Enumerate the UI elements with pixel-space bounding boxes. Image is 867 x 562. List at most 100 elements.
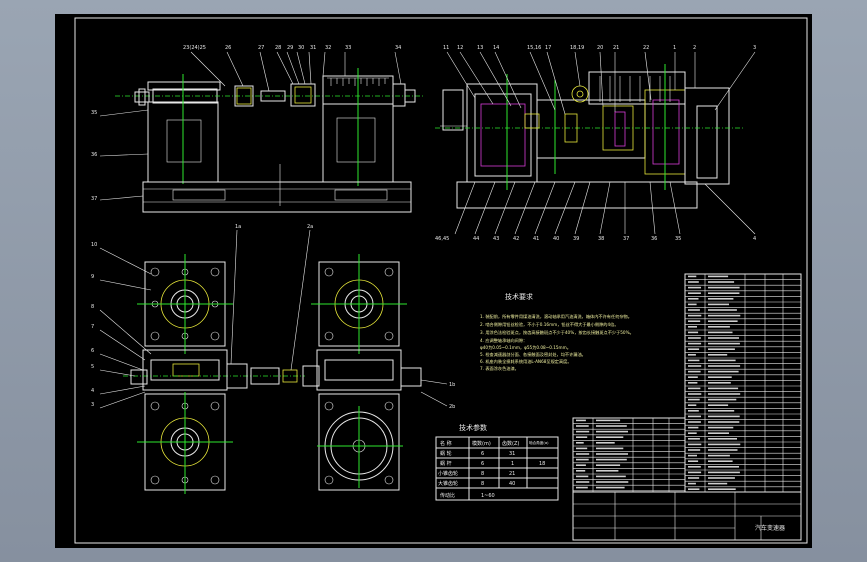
svg-text:35: 35 — [675, 236, 681, 242]
parts-list-entry — [708, 286, 740, 289]
parts-list-entry — [708, 449, 738, 451]
svg-text:21: 21 — [613, 45, 619, 51]
params-header: 模数(m) — [472, 440, 491, 447]
parts-list-entry — [576, 436, 588, 438]
tech-requirement-line: 2. 啮合侧隙用铅丝检验，不小于0.16mm，铅丝不得大于最小侧隙的4倍。 — [480, 321, 619, 328]
parts-list-entry — [708, 342, 740, 345]
parts-list-entry — [596, 419, 621, 422]
parts-list-entry — [708, 376, 732, 378]
parts-list-entry — [688, 421, 701, 423]
parts-list-entry — [688, 337, 701, 339]
parts-list-entry — [688, 471, 702, 474]
svg-text:42: 42 — [513, 236, 519, 242]
svg-text:34: 34 — [395, 45, 401, 51]
parts-list-entry — [688, 326, 697, 328]
params-cell: 6 — [481, 461, 484, 467]
svg-text:29: 29 — [287, 45, 293, 51]
parts-list-entry — [576, 464, 586, 466]
parts-list-entry — [708, 398, 737, 401]
parts-list-entry — [688, 320, 701, 322]
svg-text:30: 30 — [298, 45, 304, 51]
svg-text:3: 3 — [753, 45, 756, 51]
tech-requirements: 技术要求 1. 装配前，所有零件用煤油清洗，滚动轴承用汽油清洗，箱体内不许有任何… — [480, 292, 634, 372]
parts-list-entry — [688, 393, 702, 395]
parts-list-entry — [708, 303, 729, 306]
svg-text:1b: 1b — [449, 382, 455, 388]
params-cell: 31 — [509, 451, 515, 457]
svg-text:35: 35 — [91, 110, 97, 116]
params-cell: 传动比 — [440, 492, 455, 499]
svg-text:14: 14 — [493, 45, 499, 51]
parts-list-entry — [708, 387, 739, 390]
parts-list-entry — [688, 404, 697, 406]
parts-list-entry — [688, 331, 699, 334]
params-cell: 1 — [511, 461, 514, 467]
parts-list-entry — [708, 454, 730, 457]
parts-list-entry — [708, 382, 731, 384]
parts-list-entry — [708, 370, 739, 373]
svg-text:17: 17 — [545, 45, 551, 51]
parts-list-entry — [576, 458, 589, 461]
parts-list-entry — [576, 442, 584, 444]
parts-list-entry — [688, 281, 699, 283]
params-cell: 小锥齿轮 — [438, 470, 458, 477]
tech-requirements-title: 技术要求 — [505, 292, 533, 301]
parts-list-entry — [708, 460, 733, 462]
svg-text:7: 7 — [91, 324, 94, 330]
svg-text:37: 37 — [91, 196, 97, 202]
tech-params-title: 技术参数 — [459, 423, 487, 432]
parts-list-entry — [708, 309, 737, 311]
svg-text:18,19: 18,19 — [570, 45, 584, 51]
params-cell: 18 — [539, 461, 545, 467]
svg-text:2a: 2a — [307, 224, 313, 230]
title-block: 汽车变速器 — [572, 491, 802, 541]
svg-text:41: 41 — [533, 236, 539, 242]
parts-list-entry — [708, 488, 736, 490]
parts-list-entry — [596, 481, 629, 483]
parts-list-entry — [708, 320, 738, 322]
parts-list-entry — [688, 309, 700, 311]
parts-list-entry — [576, 447, 588, 450]
svg-text:37: 37 — [623, 236, 629, 242]
parts-list-entry — [688, 342, 702, 345]
parts-list-entry — [708, 281, 735, 283]
svg-text:31: 31 — [310, 45, 316, 51]
parts-list-entry — [708, 477, 735, 479]
svg-text:12: 12 — [457, 45, 463, 51]
parts-list-entry — [688, 466, 701, 468]
parts-list-entry — [596, 442, 615, 444]
parts-list-entry — [708, 471, 740, 474]
parts-list-entry — [688, 298, 699, 300]
parts-list-entry — [576, 470, 586, 472]
parts-list-entry — [688, 348, 700, 350]
parts-list-entry — [688, 410, 699, 412]
parts-list-entry — [688, 426, 699, 429]
parts-list-entry — [576, 453, 590, 455]
parts-list-entry — [688, 460, 699, 462]
svg-text:8: 8 — [91, 304, 94, 310]
params-cell: 蜗 轮 — [440, 450, 452, 457]
params-cell: 蜗 杆 — [440, 460, 452, 467]
parts-list-entry — [688, 354, 696, 356]
svg-text:2: 2 — [693, 45, 696, 51]
svg-text:15,16: 15,16 — [527, 45, 541, 51]
svg-text:13: 13 — [477, 45, 483, 51]
parts-list-entry — [708, 292, 740, 294]
parts-list-entry — [708, 348, 735, 350]
parts-list-entry — [688, 314, 702, 317]
parts-list-entry — [688, 443, 702, 446]
parts-list-entry — [708, 365, 741, 367]
svg-text:40: 40 — [553, 236, 559, 242]
svg-text:36: 36 — [651, 236, 657, 242]
parts-list-entry — [708, 331, 733, 334]
svg-text:38: 38 — [598, 236, 604, 242]
svg-text:9: 9 — [91, 274, 94, 280]
params-cell: 1~60 — [481, 493, 495, 499]
params-header: 名 称 — [440, 440, 452, 447]
params-cell: 6 — [481, 451, 484, 457]
